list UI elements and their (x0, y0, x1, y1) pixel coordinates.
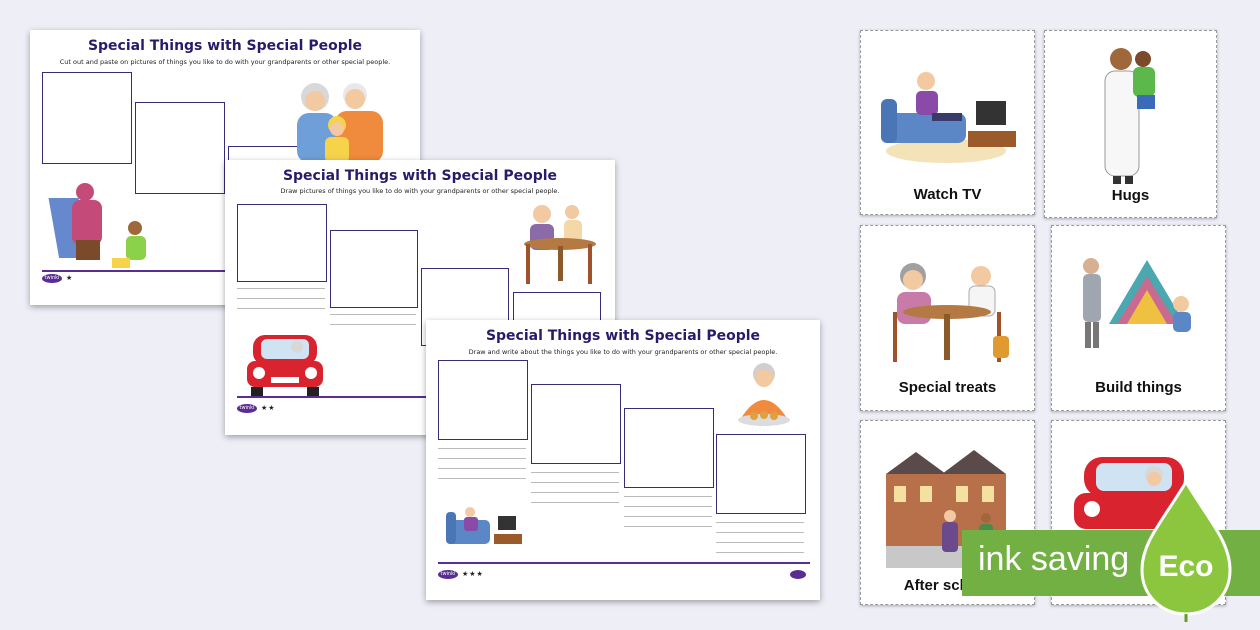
worksheet-instructions: Draw pictures of things you like to do w… (280, 187, 560, 195)
table-illustration (524, 205, 596, 284)
difficulty-stars: ★★★ (462, 570, 484, 578)
eco-leaf-text: Eco (1158, 550, 1213, 583)
twinkl-logo: twinkl (438, 570, 458, 579)
sofa-tv-illustration (446, 507, 522, 544)
drawing-box (531, 384, 621, 464)
drawing-box (624, 408, 714, 488)
worksheet-instructions: Draw and write about the things you like… (468, 348, 778, 356)
card-label: Hugs (1111, 187, 1150, 204)
drawing-box (438, 360, 528, 440)
car-illustration (247, 335, 323, 397)
worksheet-3: Special Things with Special People Draw … (426, 320, 820, 600)
twinkl-logo: twinkl (42, 274, 62, 283)
activity-card-hugs: Hugs (1044, 30, 1217, 218)
hugs-illustration (1104, 48, 1155, 184)
watch-tv-illustration (881, 72, 1016, 163)
worksheet-title: Special Things with Special People (282, 168, 558, 184)
drawing-box (513, 292, 601, 324)
beach-illustration (48, 183, 146, 268)
drawing-box (237, 204, 327, 282)
card-label: Watch TV (913, 186, 982, 203)
paste-box (135, 102, 225, 194)
grandparents-illustration (297, 83, 383, 163)
twinkl-logo (790, 570, 806, 579)
worksheet-title: Special Things with Special People (485, 328, 761, 344)
card-label: Build things (1095, 379, 1182, 396)
ink-saving-text: ink saving (978, 540, 1130, 578)
special-treats-illustration (893, 263, 1009, 362)
footer-line (237, 396, 605, 398)
activity-card-build-things: Build things (1051, 225, 1226, 411)
build-things-illustration (1083, 258, 1191, 348)
eco-leaf-icon: Eco (1140, 482, 1232, 622)
card-label: Special treats (898, 379, 997, 396)
difficulty-stars: ★ (66, 274, 74, 282)
worksheet-2: Special Things with Special People Draw … (225, 160, 615, 435)
worksheet-instructions: Cut out and paste on pictures of things … (59, 58, 391, 66)
worksheet-title: Special Things with Special People (87, 38, 363, 54)
twinkl-logo: twinkl (237, 404, 257, 413)
footer-line (438, 562, 810, 564)
activity-card-watch-tv: Watch TV (860, 30, 1035, 215)
grandma-treats-illustration (738, 363, 790, 426)
drawing-box (716, 434, 806, 514)
activity-card-special-treats: Special treats (860, 225, 1035, 411)
paste-box (42, 72, 132, 164)
difficulty-stars: ★★ (261, 404, 276, 412)
drawing-box (330, 230, 418, 308)
